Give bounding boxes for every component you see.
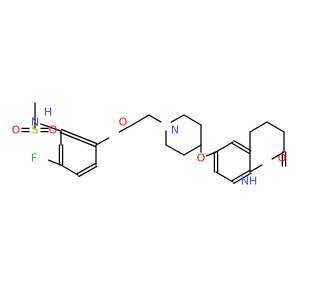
bond-O3-c1 [118, 124, 133, 133]
sulfonamide-nitrogen: N [31, 116, 39, 129]
bond-a3-a4 [78, 165, 98, 178]
bond-a2-F [47, 159, 62, 166]
bond-a5-a6 [60, 128, 98, 145]
atom-label-layer: O S O N H F O N O NH O [12, 106, 287, 188]
piperidine-nitrogen: N [171, 124, 179, 137]
bond-a2-a3 [60, 164, 79, 176]
bond-layer [21, 102, 287, 185]
bond-r1-r2 [249, 121, 268, 133]
piperidinyl-ether-oxygen: O [197, 152, 206, 165]
bond-p5-Npip [170, 114, 185, 123]
bond-a3-a4 [76, 162, 96, 175]
bond-c1-c2 [131, 114, 150, 126]
molecule-structure-diagram: O S O N H F O N O NH O [12, 102, 287, 188]
bond-p4-p5 [183, 114, 202, 126]
bond-a5-a6 [59, 131, 97, 148]
bond-Nl-q4 [249, 164, 263, 173]
sulfonamide-hydrogen: H [44, 106, 52, 119]
lactam-carbonyl-oxygen: O [278, 152, 287, 165]
bond-q5-q6 [233, 139, 252, 152]
bond-q6-q1 [215, 141, 234, 153]
lactam-nh: NH [241, 175, 258, 188]
sulfonyl-oxygen-right: O [49, 124, 58, 137]
sulfonyl-sulfur: S [32, 124, 39, 137]
bond-q2-q3 [215, 171, 234, 183]
aryl-ether-oxygen: O [119, 116, 128, 129]
bond-c2-Npip [148, 114, 162, 123]
bond-r2-r3 [266, 121, 285, 133]
bond-q3-q4 [231, 169, 250, 182]
bond-q5-q6 [231, 142, 250, 155]
bond-a5-O3 [95, 137, 110, 146]
fluorine-atom: F [31, 152, 37, 165]
bond-p1-p2 [165, 144, 185, 156]
bond-q3-q4 [233, 172, 252, 185]
bond-N-a6 [40, 123, 62, 132]
bond-p2-p3 [183, 144, 202, 156]
sulfonyl-oxygen-left: O [12, 124, 21, 137]
